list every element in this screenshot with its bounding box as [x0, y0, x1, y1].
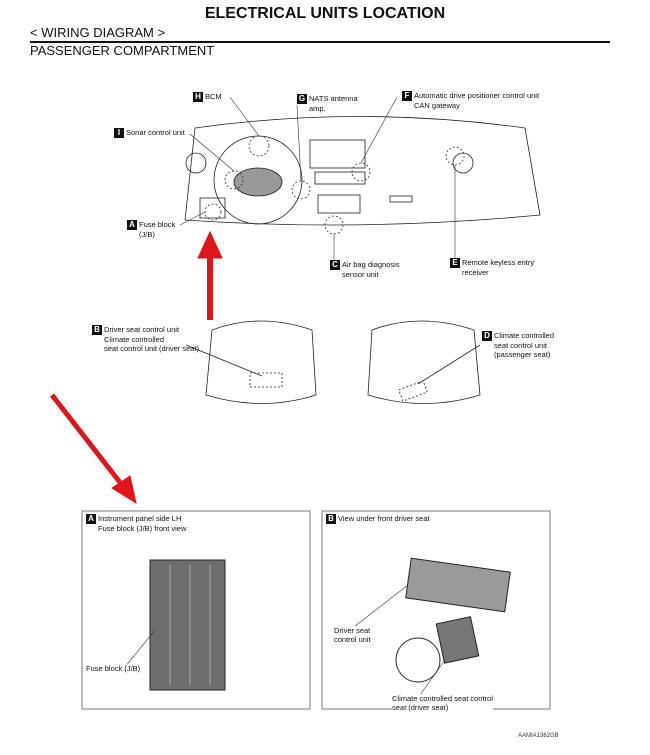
dashboard-illustration	[184, 116, 541, 226]
leader-lines	[179, 96, 456, 262]
page-title: ELECTRICAL UNITS LOCATION	[204, 5, 446, 22]
location-circles	[204, 135, 465, 235]
header-divider	[30, 41, 610, 43]
panel-a-fuse-label: Fuse block (J/B)	[86, 664, 141, 673]
breadcrumb[interactable]: < WIRING DIAGRAM >	[30, 25, 166, 40]
panel-a-illustration	[81, 510, 311, 710]
red-arrows	[50, 230, 223, 505]
section-title: PASSENGER COMPARTMENT	[30, 43, 215, 58]
figure-code: AAMIA1362GB	[518, 733, 559, 739]
seat-illustrations	[185, 320, 481, 404]
panel-b-illustration	[321, 510, 551, 710]
